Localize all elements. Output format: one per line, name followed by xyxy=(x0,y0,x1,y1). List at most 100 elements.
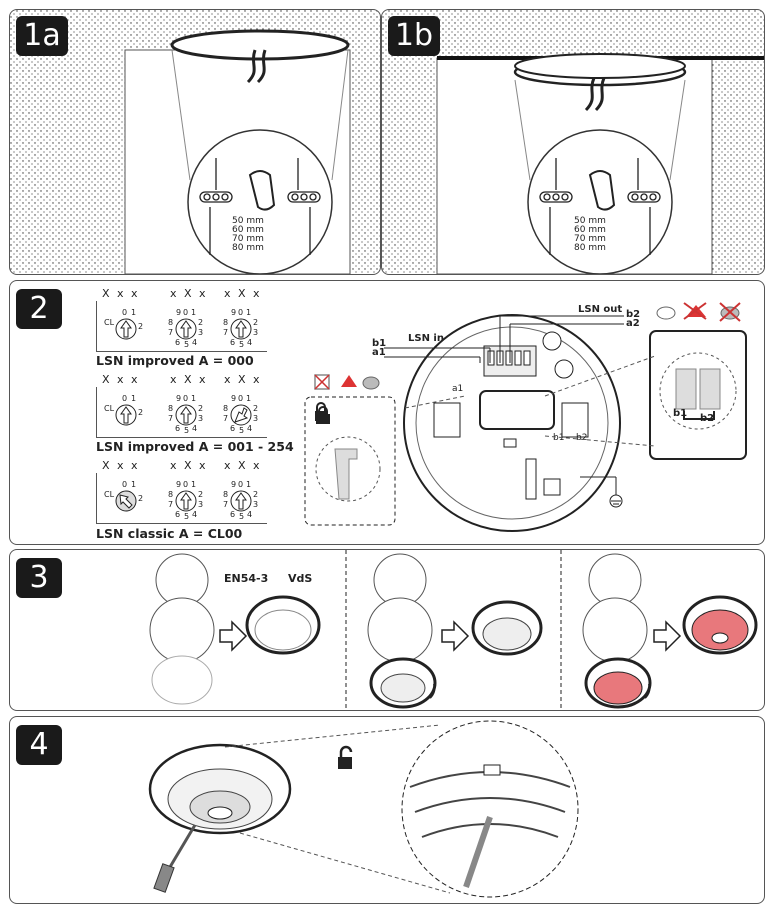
measure-70-b: 70 mm xyxy=(574,234,606,244)
svg-text:1: 1 xyxy=(131,394,136,403)
dial-header-3b: x X x xyxy=(170,459,208,472)
step-badge-3: 3 xyxy=(16,558,62,598)
svg-text:9: 9 xyxy=(231,480,236,489)
svg-text:6: 6 xyxy=(230,424,235,433)
svg-text:7: 7 xyxy=(223,328,228,337)
label-lsn-improved-range: LSN improved A = 001 - 254 xyxy=(96,439,294,454)
svg-text:1: 1 xyxy=(246,394,251,403)
step-badge-2: 2 xyxy=(16,289,62,329)
step-badge-4: 4 xyxy=(16,725,62,765)
step-badge-1b: 1b xyxy=(388,16,440,56)
dial-row-2 xyxy=(96,387,267,438)
svg-text:1: 1 xyxy=(246,480,251,489)
svg-text:1: 1 xyxy=(191,308,196,317)
measure-80-b: 80 mm xyxy=(574,243,606,253)
svg-text:2: 2 xyxy=(138,494,143,503)
svg-text:5: 5 xyxy=(239,340,244,349)
svg-text:2: 2 xyxy=(138,408,143,417)
label-lsn-in: LSN in xyxy=(408,333,444,344)
label-a1: a1 xyxy=(372,347,386,358)
svg-text:3: 3 xyxy=(253,414,258,423)
svg-text:1: 1 xyxy=(191,394,196,403)
svg-text:0: 0 xyxy=(183,394,188,403)
panel-3: 3 EN54-3 VdS xyxy=(9,549,765,711)
measure-50: 50 mm xyxy=(232,216,264,226)
panel-4: 4 xyxy=(9,716,765,904)
svg-text:2: 2 xyxy=(198,490,203,499)
svg-text:3: 3 xyxy=(253,328,258,337)
label-a2: a2 xyxy=(626,318,640,329)
svg-text:5: 5 xyxy=(239,512,244,521)
svg-text:2: 2 xyxy=(198,404,203,413)
svg-text:2: 2 xyxy=(253,490,258,499)
detector-base xyxy=(403,314,621,532)
dial-header-1a: X x x xyxy=(102,287,140,300)
lock-detail xyxy=(304,374,396,526)
label-en54: EN54-3 xyxy=(224,572,269,585)
svg-text:8: 8 xyxy=(223,490,228,499)
svg-text:5: 5 xyxy=(184,512,189,521)
svg-text:8: 8 xyxy=(168,318,173,327)
svg-text:6: 6 xyxy=(175,338,180,347)
lock-icon xyxy=(316,406,330,424)
svg-text:4: 4 xyxy=(192,424,197,433)
svg-text:6: 6 xyxy=(230,338,235,347)
svg-text:7: 7 xyxy=(168,414,173,423)
label-lsn-classic: LSN classic A = CL00 xyxy=(96,526,243,541)
svg-text:3: 3 xyxy=(253,500,258,509)
svg-text:0: 0 xyxy=(122,308,127,317)
svg-text:0: 0 xyxy=(238,308,243,317)
removal-illustration xyxy=(148,720,579,898)
svg-text:2: 2 xyxy=(198,318,203,327)
panel-1b: 1b 50 mm 60 mm 70 mm 80 mm xyxy=(381,9,765,275)
svg-text:2: 2 xyxy=(138,322,143,331)
dial-row-1 xyxy=(96,301,267,352)
measure-70: 70 mm xyxy=(232,234,264,244)
svg-text:2: 2 xyxy=(253,404,258,413)
svg-text:9: 9 xyxy=(231,308,236,317)
step-badge-1a: 1a xyxy=(16,16,68,56)
label-b1: b1 xyxy=(372,338,387,349)
svg-text:CL: CL xyxy=(104,404,115,413)
dial-header-1c: x X x xyxy=(224,287,262,300)
measure-60-b: 60 mm xyxy=(574,225,606,235)
terminal-b2-left: b2 xyxy=(576,433,588,443)
svg-text:0: 0 xyxy=(238,480,243,489)
svg-text:4: 4 xyxy=(192,510,197,519)
wall-texture-1b xyxy=(382,10,764,274)
svg-text:6: 6 xyxy=(175,424,180,433)
svg-text:4: 4 xyxy=(247,510,252,519)
detail-b1: b1 xyxy=(673,408,688,419)
measure-60: 60 mm xyxy=(232,225,264,235)
dial-header-3a: X x x xyxy=(102,459,140,472)
svg-text:9: 9 xyxy=(231,394,236,403)
dial-header-2c: x X x xyxy=(224,373,262,386)
svg-text:7: 7 xyxy=(223,414,228,423)
dividers-3 xyxy=(345,550,562,710)
svg-text:9: 9 xyxy=(176,480,181,489)
svg-text:4: 4 xyxy=(247,338,252,347)
svg-text:9: 9 xyxy=(176,394,181,403)
label-lsn-out: LSN out xyxy=(578,304,623,315)
ground-symbol xyxy=(580,476,623,508)
svg-text:6: 6 xyxy=(175,510,180,519)
leader-lines xyxy=(384,315,624,363)
svg-text:0: 0 xyxy=(238,394,243,403)
right-detail xyxy=(649,302,747,460)
svg-text:0: 0 xyxy=(122,480,127,489)
svg-text:7: 7 xyxy=(168,500,173,509)
svg-text:3: 3 xyxy=(198,414,203,423)
svg-text:5: 5 xyxy=(184,340,189,349)
wall-texture-1a xyxy=(10,10,380,274)
svg-text:5: 5 xyxy=(239,426,244,435)
panel-1a: 1a 50 mm 60 mm 70 mm 80 mm xyxy=(9,9,381,275)
svg-text:0: 0 xyxy=(183,308,188,317)
svg-text:4: 4 xyxy=(247,424,252,433)
measure-80: 80 mm xyxy=(232,243,264,253)
assembly-seq xyxy=(149,553,758,709)
svg-text:1: 1 xyxy=(131,480,136,489)
